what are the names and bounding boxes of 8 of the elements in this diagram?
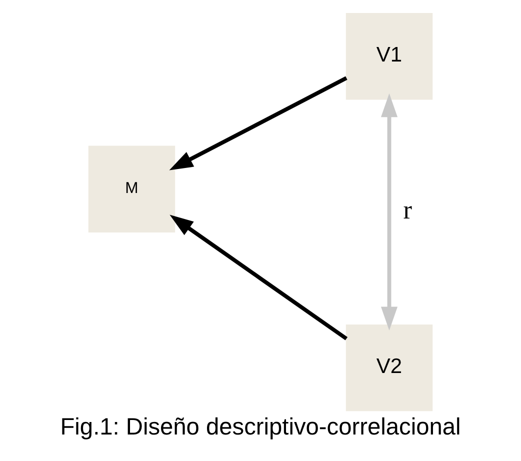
node-box: V2 [346, 324, 433, 412]
arrow [380, 93, 398, 330]
node-box: M [88, 146, 176, 232]
node-box: V1 [346, 13, 433, 100]
arrow [169, 76, 348, 170]
caption: Fig.1: Diseño descriptivo-correlacional [60, 414, 461, 441]
edge-label: r [403, 196, 412, 225]
arrow [170, 214, 348, 340]
